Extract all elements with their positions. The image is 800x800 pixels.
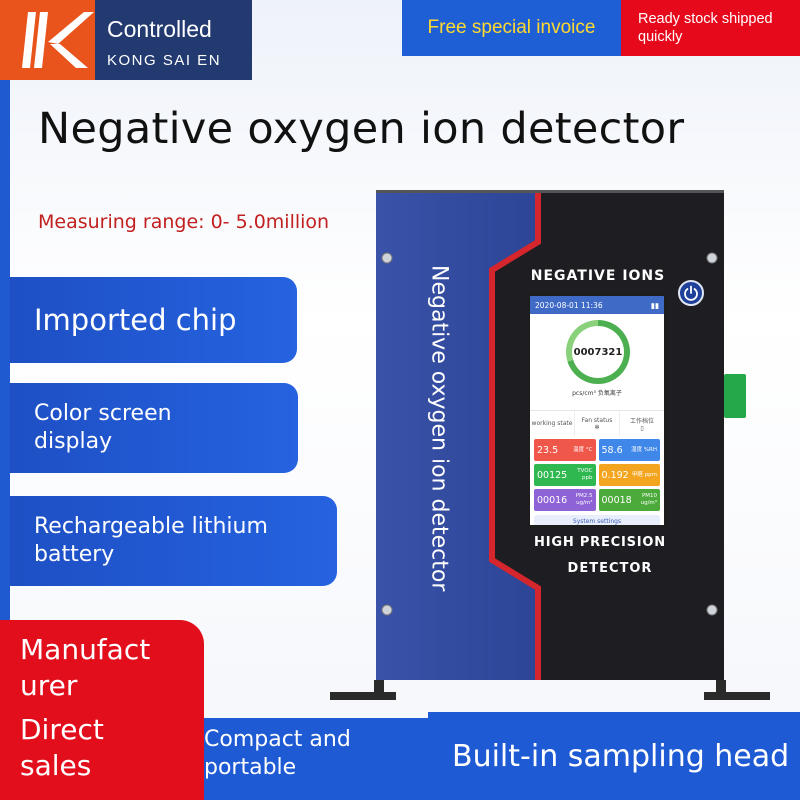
tile-tvoc: 00125 TVOC ppb [534, 464, 596, 486]
direct-sales-text: Direct sales [20, 713, 104, 782]
device-feet [330, 680, 770, 704]
device-vertical-label: Negative oxygen ion detector [410, 258, 468, 598]
tile-label: 温度 °C [573, 446, 593, 453]
power-button[interactable] [678, 280, 704, 306]
ion-unit: pcs/cm³ [572, 390, 596, 397]
page-title: Negative oxygen ion detector [38, 104, 685, 154]
tile-formaldehyde: 0.192 甲醛 ppm [598, 464, 660, 486]
fan-icon: ✻ [594, 423, 600, 431]
tile-label: PM2.5 ug/m³ [575, 493, 593, 506]
tile-value: 00018 [601, 494, 632, 506]
reading-tiles: 23.5 温度 °C 58.6 湿度 %RH 00125 TVOC ppb 0.… [530, 436, 664, 511]
gauge-center: 0007321 [572, 326, 624, 378]
tile-label: 湿度 %RH [631, 446, 657, 453]
brand-subname: KONG SAI EN [107, 52, 222, 69]
tile-label: TVOC ppb [577, 468, 593, 481]
system-settings-button[interactable]: System settings [534, 515, 660, 525]
tile-humidity: 58.6 湿度 %RH [598, 439, 660, 461]
battery-icon: ▮▮ [650, 300, 659, 310]
tile-value: 23.5 [537, 444, 559, 456]
side-port [724, 374, 746, 418]
tile-value: 58.6 [601, 444, 623, 456]
screen-status-bar: 2020-08-01 11:36 ▮▮ [530, 296, 664, 314]
brand-block: Controlled KONG SAI EN [0, 0, 252, 80]
k-logo-graphic [0, 0, 95, 80]
ion-unit-caption: pcs/cm³ 负氧离子 [530, 388, 664, 397]
stock-banner: Ready stock shipped quickly [621, 0, 800, 56]
power-icon [684, 285, 698, 301]
screen-datetime: 2020-08-01 11:36 [535, 300, 603, 310]
feature-imported-chip: Imported chip [10, 277, 297, 363]
tile-value: 00125 [537, 469, 568, 481]
measuring-range: Measuring range: 0- 5.0million [38, 211, 330, 233]
screen-status-row: working state Fan status ✻ 工作档位 ▯ [530, 410, 664, 436]
compact-text: Compact and portable [204, 727, 351, 780]
status-working-label: working state [531, 420, 573, 427]
gauge-ring: 0007321 [566, 320, 630, 384]
manufacturer-text: Manufact urer [20, 633, 151, 702]
feature-label: Color screen display [34, 401, 172, 454]
gear-level-icon: ▯ [640, 424, 644, 432]
feature-battery: Rechargeable lithium battery [10, 496, 337, 586]
ion-value: 0007321 [573, 346, 623, 358]
status-working: working state [530, 411, 575, 436]
device-bottom-label-1: HIGH PRECISION [534, 535, 666, 550]
left-accent-bar [0, 80, 10, 620]
sampling-banner: Built-in sampling head [428, 712, 800, 800]
tile-pm10: 00018 PM10 ug/m³ [598, 489, 660, 511]
tile-pm25: 00016 PM2.5 ug/m³ [534, 489, 596, 511]
status-fan: Fan status ✻ [575, 411, 620, 436]
invoice-banner: Free special invoice [402, 0, 621, 56]
status-fan-label: Fan status [581, 416, 613, 424]
feature-label: Rechargeable lithium battery [34, 514, 268, 567]
device-vertical-text: Negative oxygen ion detector [426, 264, 452, 592]
status-gear-label: 工作档位 [629, 417, 654, 425]
tile-value: 00016 [537, 494, 568, 506]
feature-color-screen: Color screen display [10, 383, 298, 473]
tile-temperature: 23.5 温度 °C [534, 439, 596, 461]
tile-label: PM10 ug/m³ [640, 493, 657, 506]
device-screen: 2020-08-01 11:36 ▮▮ 0007321 pcs/cm³ 负氧离子… [527, 293, 667, 528]
brand-text-panel: Controlled KONG SAI EN [95, 0, 252, 80]
ion-caption: 负氧离子 [597, 390, 622, 397]
feature-label: Imported chip [34, 303, 237, 337]
status-gear: 工作档位 ▯ [620, 411, 664, 436]
ion-gauge: 0007321 pcs/cm³ 负氧离子 [530, 314, 664, 410]
tile-label: 甲醛 ppm [631, 471, 657, 478]
device-bottom-label-2: DETECTOR [567, 561, 653, 576]
feet-graphic [330, 680, 770, 700]
device-top-label: NEGATIVE IONS [530, 268, 666, 284]
compact-banner: Compact and portable [198, 718, 448, 800]
k-logo-icon [0, 0, 95, 80]
brand-name: Controlled [107, 16, 212, 42]
tile-value: 0.192 [601, 469, 629, 481]
manufacturer-banner: Manufact urer Direct sales [0, 620, 204, 800]
